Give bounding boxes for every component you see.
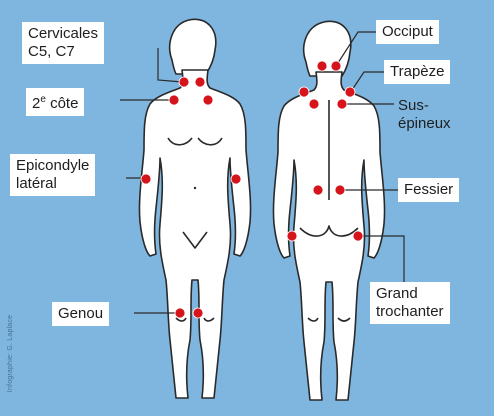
label-sus-epineux-line1: Sus- bbox=[398, 97, 451, 115]
label-genou: Genou bbox=[52, 302, 109, 326]
label-epicondyle-line2: latéral bbox=[16, 175, 89, 193]
label-trapeze-text: Trapèze bbox=[390, 63, 444, 80]
label-epicondyle: Epicondyle latéral bbox=[10, 154, 95, 196]
point-epicondyle-left bbox=[141, 174, 151, 184]
label-genou-text: Genou bbox=[58, 305, 103, 322]
point-sus-epineux-left bbox=[309, 99, 319, 109]
cote-superscript: e bbox=[40, 94, 46, 105]
point-cervical-left bbox=[179, 77, 189, 87]
label-trapeze: Trapèze bbox=[384, 60, 450, 84]
point-sus-epineux-right bbox=[337, 99, 347, 109]
point-fessier-left bbox=[313, 185, 323, 195]
point-trapeze-left bbox=[299, 87, 309, 97]
label-trochanter-line2: trochanter bbox=[376, 303, 444, 321]
point-cote-right bbox=[203, 95, 213, 105]
label-sus-epineux: Sus- épineux bbox=[394, 94, 457, 136]
label-cote: 2e côte bbox=[26, 88, 84, 116]
point-occiput-right bbox=[331, 61, 341, 71]
point-occiput-left bbox=[317, 61, 327, 71]
point-cervical-right bbox=[195, 77, 205, 87]
photo-credit: Infographie: G. Laplace bbox=[7, 315, 14, 392]
back-hair bbox=[304, 21, 351, 76]
front-hair bbox=[170, 19, 216, 74]
label-occiput-text: Occiput bbox=[382, 23, 433, 40]
label-occiput: Occiput bbox=[376, 20, 439, 44]
point-cote-left bbox=[169, 95, 179, 105]
leader-trapeze bbox=[352, 72, 384, 90]
point-trochanter-left bbox=[287, 231, 297, 241]
label-epicondyle-line1: Epicondyle bbox=[16, 157, 89, 175]
front-body bbox=[139, 70, 250, 398]
point-trapeze-right bbox=[345, 87, 355, 97]
label-fessier-text: Fessier bbox=[404, 181, 453, 198]
label-cervicales-line1: Cervicales bbox=[28, 25, 98, 43]
point-fessier-right bbox=[335, 185, 345, 195]
label-sus-epineux-line2: épineux bbox=[398, 115, 451, 133]
point-genou-right bbox=[193, 308, 203, 318]
label-cervicales: Cervicales C5, C7 bbox=[22, 22, 104, 64]
point-trochanter-right bbox=[353, 231, 363, 241]
front-figure bbox=[139, 19, 250, 398]
point-epicondyle-right bbox=[231, 174, 241, 184]
label-grand-trochanter: Grand trochanter bbox=[370, 282, 450, 324]
label-cervicales-line2: C5, C7 bbox=[28, 43, 98, 61]
point-genou-left bbox=[175, 308, 185, 318]
label-cote-text: 2e côte bbox=[32, 95, 78, 112]
back-figure bbox=[273, 21, 384, 400]
label-fessier: Fessier bbox=[398, 178, 459, 202]
label-trochanter-line1: Grand bbox=[376, 285, 444, 303]
